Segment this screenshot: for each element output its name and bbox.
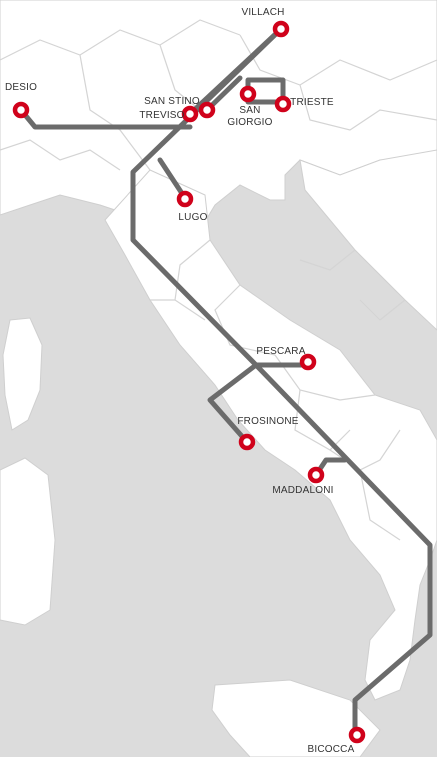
marker-trieste[interactable] [274,95,292,113]
marker-villach[interactable] [272,20,290,38]
label-san-giorgio-line1: SAN [239,105,260,116]
label-trieste: TRIESTE [290,97,334,108]
label-san-stino: SAN STINO [144,96,200,107]
marker-san-stino[interactable] [198,101,216,119]
marker-treviso[interactable] [181,105,199,123]
city-labels: VILLACH DESIO SAN STINO TREVISO SAN GIOR… [5,7,355,755]
marker-frosinone[interactable] [238,433,256,451]
marker-lugo[interactable] [176,190,194,208]
label-frosinone: FROSINONE [237,416,298,427]
label-villach: VILLACH [241,7,284,18]
label-desio: DESIO [5,82,37,93]
label-maddaloni: MADDALONI [272,485,333,496]
label-san-giorgio-line2: GIORGIO [227,117,272,128]
marker-desio[interactable] [12,101,30,119]
label-lugo: LUGO [178,212,207,223]
marker-bicocca[interactable] [348,726,366,744]
land-sardinia [0,457,56,626]
route-lugo-branch [157,157,188,201]
label-pescara: PESCARA [256,346,305,357]
land-peninsula [104,169,437,701]
marker-pescara[interactable] [299,353,317,371]
route-frosinone-branch [207,362,259,445]
label-bicocca: BICOCCA [308,744,355,755]
land-corsica [2,317,43,431]
land-sicily [211,679,381,757]
route-villach-treviso [187,26,284,117]
route-villach-bicocca [130,26,433,738]
label-treviso: TREVISO [139,110,184,121]
marker-maddaloni[interactable] [307,466,325,484]
marker-san-giorgio[interactable] [239,85,257,103]
city-markers [12,20,366,744]
